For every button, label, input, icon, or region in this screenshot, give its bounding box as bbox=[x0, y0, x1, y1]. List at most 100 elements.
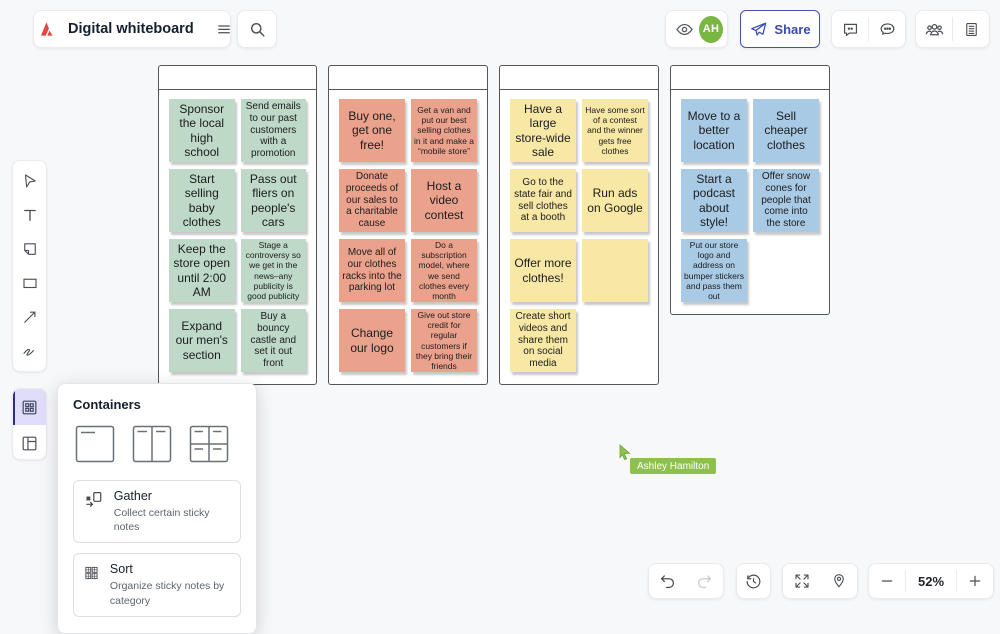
containers-panel: Containers bbox=[57, 383, 257, 634]
sort-option[interactable]: Sort Organize sticky notes by category bbox=[73, 553, 241, 617]
pen-tool[interactable] bbox=[12, 335, 47, 368]
search-icon bbox=[250, 22, 265, 37]
sticky-note[interactable]: Put our store logo and address on bumper… bbox=[681, 239, 747, 302]
sticky-note[interactable]: Stage a controversy so we get in the new… bbox=[240, 239, 306, 302]
containers-tool[interactable] bbox=[13, 389, 46, 425]
select-tool[interactable] bbox=[12, 164, 47, 197]
gather-description: Collect certain sticky notes bbox=[113, 507, 210, 534]
shape-tool[interactable] bbox=[12, 267, 47, 300]
chat-bubble-icon bbox=[880, 22, 894, 35]
lucid-logo-icon bbox=[36, 19, 56, 39]
containers-panel-title: Containers bbox=[73, 397, 141, 412]
gather-icon bbox=[86, 492, 102, 507]
document-title[interactable]: Digital whiteboard bbox=[68, 21, 194, 37]
sticky-note-tool[interactable] bbox=[12, 232, 47, 265]
two-column-container-option[interactable] bbox=[132, 425, 172, 463]
sticky-note[interactable]: Go to the state fair and sell clothes at… bbox=[510, 169, 576, 232]
gather-option[interactable]: Gather Collect certain sticky notes bbox=[73, 480, 241, 544]
sort-label: Sort bbox=[109, 562, 133, 577]
sticky-note[interactable]: Have some sort of a contest and the winn… bbox=[582, 99, 648, 162]
sticky-note[interactable]: Give out store credit for regular custom… bbox=[411, 309, 477, 372]
sticky-note[interactable]: Keep the store open until 2:00 AM bbox=[169, 239, 235, 302]
search-button[interactable] bbox=[239, 11, 275, 47]
sticky-note[interactable] bbox=[582, 239, 648, 302]
tools-toolbar bbox=[12, 160, 47, 372]
people-icon bbox=[925, 23, 943, 35]
sticky-note[interactable]: Create short videos and share them on so… bbox=[510, 309, 576, 372]
sticky-note[interactable]: Donate proceeds of our sales to a charit… bbox=[339, 169, 405, 232]
containers-grid-icon bbox=[22, 400, 37, 414]
comment-button[interactable] bbox=[832, 11, 868, 47]
zoom-in-button[interactable] bbox=[957, 564, 993, 598]
sticky-note[interactable]: Offer more clothes! bbox=[510, 239, 576, 302]
sticky-note[interactable]: Pass out fliers on people's cars bbox=[240, 169, 306, 232]
quadrant-container-option[interactable] bbox=[189, 425, 229, 463]
zoom-out-button[interactable] bbox=[869, 564, 905, 598]
layout-icon bbox=[22, 436, 37, 450]
divider bbox=[952, 17, 953, 41]
sticky-note[interactable]: Offer snow cones for people that come in… bbox=[753, 169, 819, 232]
notes-panel-button[interactable] bbox=[953, 11, 989, 47]
collaboration-card bbox=[915, 10, 990, 48]
sticky-note[interactable]: Sell cheaper clothes bbox=[753, 99, 819, 162]
whiteboard-container[interactable]: Buy one, get one free!Get a van and put … bbox=[328, 65, 488, 385]
redo-button[interactable] bbox=[686, 564, 723, 598]
chat-button[interactable] bbox=[869, 11, 905, 47]
sticky-note[interactable]: Buy a bouncy castle and set it out front bbox=[240, 309, 306, 372]
minus-icon bbox=[881, 580, 893, 582]
cursor-icon bbox=[24, 174, 36, 188]
undo-button[interactable] bbox=[649, 564, 686, 598]
share-button[interactable]: Share bbox=[740, 10, 820, 48]
document-lines-icon bbox=[965, 22, 977, 36]
visibility-button[interactable] bbox=[670, 11, 698, 47]
text-icon bbox=[23, 209, 36, 221]
layout-tool-cell bbox=[13, 425, 46, 459]
layout-tool[interactable] bbox=[13, 425, 46, 459]
paper-plane-icon bbox=[751, 22, 767, 36]
history-button[interactable] bbox=[737, 564, 770, 598]
sticky-note[interactable]: Expand our men's section bbox=[169, 309, 235, 372]
sticky-note[interactable]: Get a van and put our best selling cloth… bbox=[411, 99, 477, 162]
presence-card: AH bbox=[665, 10, 728, 48]
main-menu-button[interactable] bbox=[206, 11, 242, 47]
container-header[interactable] bbox=[159, 66, 316, 90]
locate-button[interactable] bbox=[820, 564, 857, 598]
sticky-note[interactable]: Buy one, get one free! bbox=[339, 99, 405, 162]
expand-icon bbox=[794, 574, 809, 588]
sticky-note[interactable]: Sponsor the local high school bbox=[169, 99, 235, 162]
sticky-note[interactable]: Change our logo bbox=[339, 309, 405, 372]
container-header[interactable] bbox=[500, 66, 658, 90]
hamburger-icon bbox=[217, 25, 230, 34]
container-header[interactable] bbox=[329, 66, 487, 90]
sticky-note[interactable]: Start a podcast about style! bbox=[681, 169, 747, 232]
sticky-note[interactable]: Send emails to our past customers with a… bbox=[240, 99, 306, 162]
fullscreen-button[interactable] bbox=[783, 564, 820, 598]
history-card bbox=[736, 563, 771, 599]
sticky-note[interactable]: Have a large store-wide sale bbox=[510, 99, 576, 162]
share-button-label: Share bbox=[774, 21, 811, 37]
sort-icon bbox=[85, 567, 98, 580]
sticky-note[interactable]: Do a subscription model, where we send c… bbox=[411, 239, 477, 302]
divider bbox=[956, 570, 958, 592]
text-tool[interactable] bbox=[12, 198, 47, 231]
single-container-option[interactable] bbox=[75, 425, 115, 463]
sticky-note[interactable]: Start selling baby clothes bbox=[169, 169, 235, 232]
sticky-note[interactable]: Move all of our clothes racks into the p… bbox=[339, 239, 405, 302]
sticky-note[interactable]: Host a video contest bbox=[411, 169, 477, 232]
collaborator-cursor-icon bbox=[619, 444, 631, 460]
sticky-note[interactable]: Run ads on Google bbox=[582, 169, 648, 232]
collaborators-button[interactable] bbox=[916, 11, 952, 47]
container-header[interactable] bbox=[671, 66, 829, 90]
arrow-line-icon bbox=[23, 311, 35, 324]
redo-icon bbox=[697, 574, 712, 588]
zoom-level[interactable]: 52% bbox=[917, 573, 945, 589]
undo-icon bbox=[660, 574, 675, 588]
line-tool[interactable] bbox=[12, 301, 47, 334]
avatar[interactable]: AH bbox=[699, 15, 723, 43]
sticky-note[interactable]: Move to a better location bbox=[681, 99, 747, 162]
